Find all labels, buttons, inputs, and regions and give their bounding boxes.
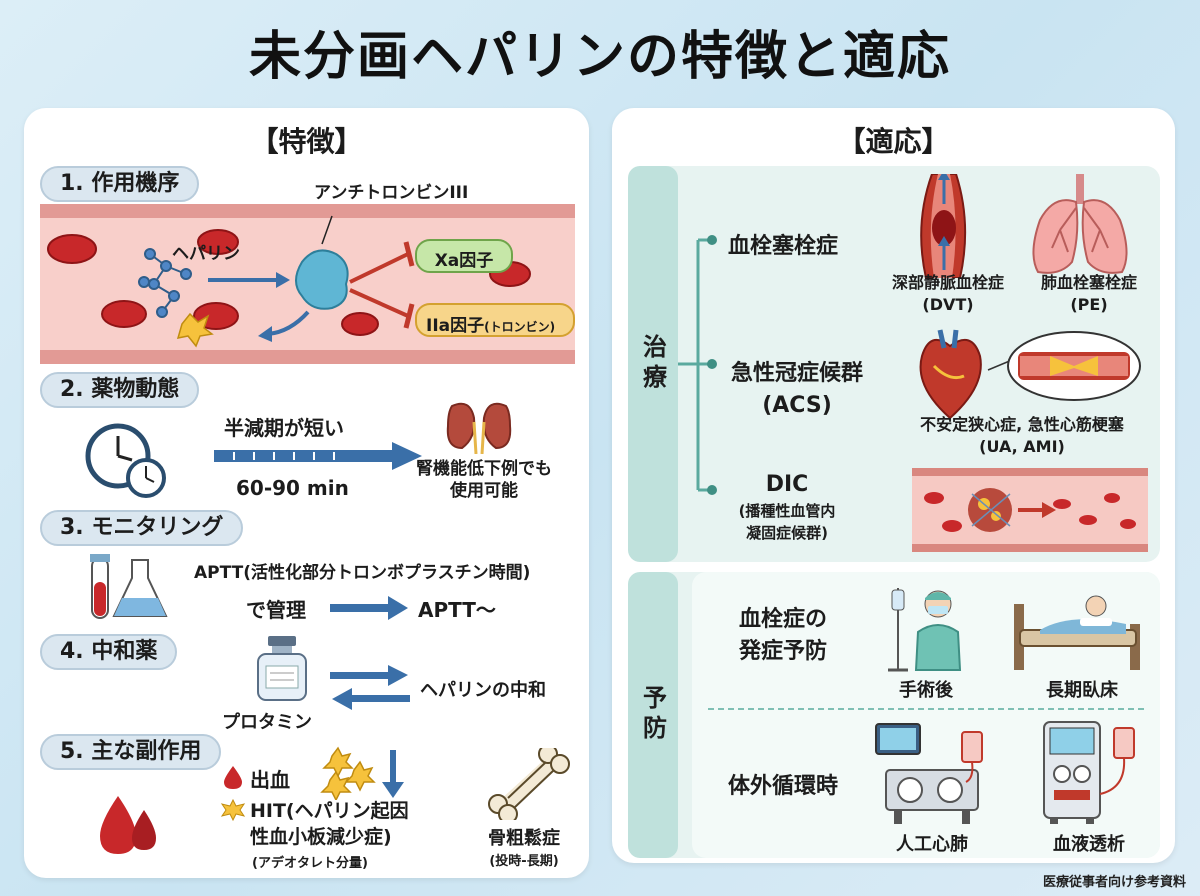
postop-label: 手術後 [899, 680, 953, 701]
features-panel: 【特徴】 1. 作用機序 アンチトロンビンIII [24, 108, 589, 878]
blood-drop-icon [224, 766, 242, 789]
aptt-full-label: APTT(活性化部分トロンボプラスチン時間) [194, 563, 531, 583]
heart-lung-machine-icon [875, 723, 983, 824]
section-pharmacokinetics-label: 2. 薬物動態 [40, 372, 200, 408]
bedrest-label: 長期臥床 [1046, 680, 1118, 701]
osteoporosis-label: 骨粗鬆症 [488, 828, 560, 849]
blood-drops-icon [100, 796, 156, 854]
manage-label: で管理 [246, 598, 306, 622]
extracorporeal-label: 体外循環時 [727, 774, 838, 799]
neutralize-label: ヘパリンの中和 [420, 680, 546, 701]
vte-label: 血栓塞栓症 [728, 234, 839, 259]
bleeding-label: 出血 [250, 768, 290, 792]
acs-sub-label: 不安定狭心症, 急性心筋梗塞(UA, AMI) [920, 415, 1124, 456]
bed-patient-icon [1014, 595, 1140, 670]
dvt-label: 深部静脈血栓症(DVT) [891, 273, 1004, 314]
dic-vessel-icon [912, 468, 1148, 552]
acs-label: 急性冠症候群(ACS) [730, 361, 863, 418]
section-monitoring-label: 3. モニタリング [40, 510, 244, 546]
heparin-label: ヘパリン [172, 244, 240, 264]
exchange-arrows-icon [330, 665, 410, 710]
kidney-icon [446, 402, 512, 454]
dic-sub-label: (播種性血管内凝固症候群) [738, 502, 836, 542]
halflife-arrow-icon [214, 442, 422, 470]
lungs-icon [1032, 174, 1128, 274]
vein-thrombus-icon [920, 174, 967, 278]
bone-icon [488, 748, 570, 820]
antithrombin-icon [295, 249, 349, 310]
vial-icon [257, 636, 307, 701]
heparin-molecule-icon [138, 248, 192, 318]
platelet-icon [176, 312, 214, 348]
blood-vessel-diagram [40, 204, 575, 364]
footer-note: 医療従事者向け参考資料 [1042, 875, 1186, 890]
hit-label: HIT(ヘパリン起因性血小板減少症) [250, 800, 409, 848]
heart-coronary-icon [919, 329, 1141, 420]
clock-icon [85, 423, 166, 498]
halflife-time: 60-90 min [236, 476, 349, 500]
section-antidote-label: 4. 中和薬 [40, 634, 178, 670]
indications-panel: 【適応】 治療 血栓塞栓症 深部静脈血栓症(DVT) 肺血栓塞栓症(PE) 急性… [612, 108, 1175, 863]
dic-label: DIC [765, 472, 809, 497]
factor-xa-label: Xa因子 [434, 251, 494, 271]
kidney-note: 腎機能低下例でも使用可能 [416, 459, 552, 501]
section-side-effects-label: 5. 主な副作用 [40, 734, 222, 770]
heartlung-label: 人工心肺 [896, 834, 968, 855]
pe-label: 肺血栓塞栓症(PE) [1040, 273, 1137, 314]
features-heading: 【特徴】 [250, 125, 363, 158]
dialysis-machine-icon [1043, 721, 1135, 824]
prevent-thrombosis-label: 血栓症の発症予防 [738, 607, 827, 664]
treatment-tab: 治療 [628, 166, 678, 562]
osteoporosis-note: (投時-長期) [489, 854, 559, 869]
protamine-label: プロタミン [222, 712, 312, 733]
manage-arrow-icon [330, 596, 408, 620]
section-mechanism-label: 1. 作用機序 [40, 166, 200, 202]
antithrombin-label: アンチトロンビンIII [314, 183, 469, 203]
dialysis-label: 血液透析 [1053, 834, 1125, 855]
aptt-target-label: APTT〜 [418, 598, 496, 622]
indications-heading: 【適応】 [837, 125, 950, 158]
surgeon-icon [888, 588, 962, 672]
factor-iia-label: IIa因子(トロンビン) [426, 316, 556, 336]
platelets-decrease-icon [320, 746, 404, 800]
platelet-small-icon [220, 798, 246, 822]
prevention-divider [708, 708, 1144, 710]
page-title: 未分画ヘパリンの特徴と適応 [248, 27, 951, 87]
test-tube-flask-icon [90, 554, 168, 619]
prevention-tab: 予防 [628, 572, 678, 858]
halflife-label: 半減期が短い [224, 416, 344, 440]
hit-note: (アデオタレト分量) [252, 856, 368, 871]
treatment-bracket [678, 235, 717, 495]
